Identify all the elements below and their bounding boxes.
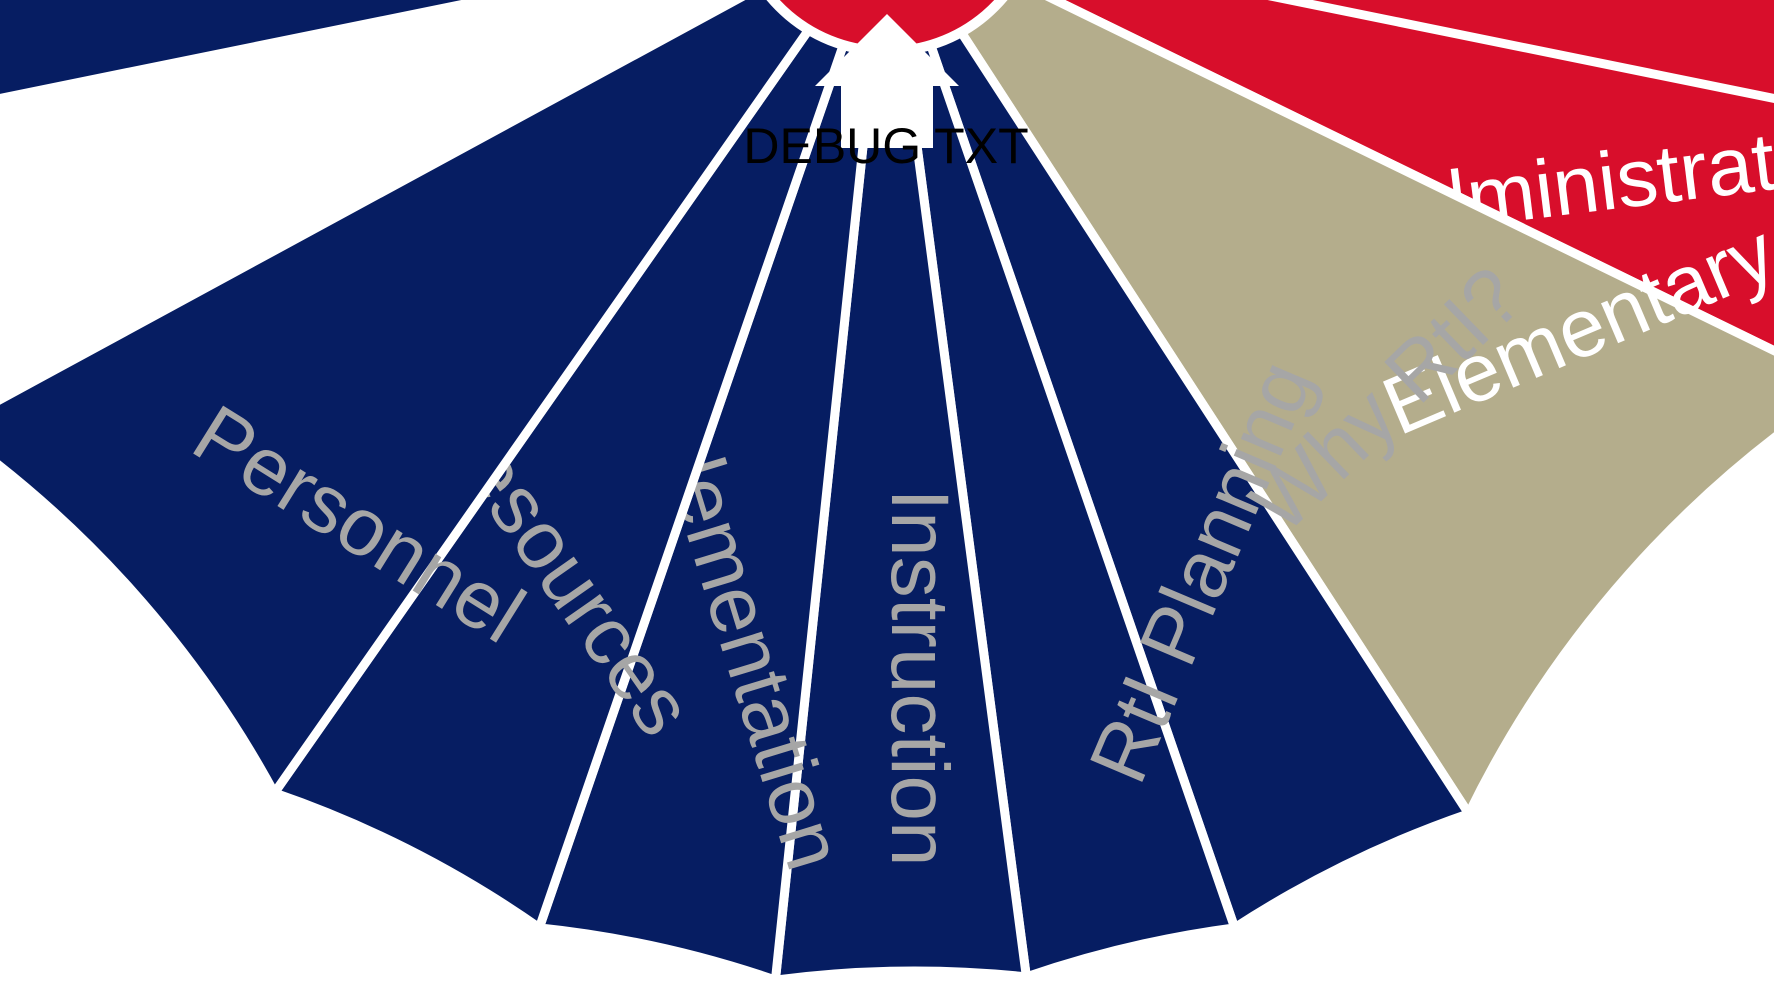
segment-personnel[interactable] — [0, 0, 887, 802]
segment-why-rti[interactable] — [887, 0, 1476, 935]
segment-elementary[interactable] — [887, 0, 1774, 823]
home-arrow-icon[interactable] — [815, 14, 959, 148]
home-hub[interactable] — [737, 0, 1037, 148]
segment-personnel-backdrop[interactable] — [0, 0, 887, 131]
debug-text: DEBUG TXT — [743, 118, 1028, 174]
segment-resources[interactable] — [267, 0, 887, 935]
segment-instruction[interactable] — [770, 0, 1032, 986]
segment-implementation[interactable] — [533, 0, 887, 987]
